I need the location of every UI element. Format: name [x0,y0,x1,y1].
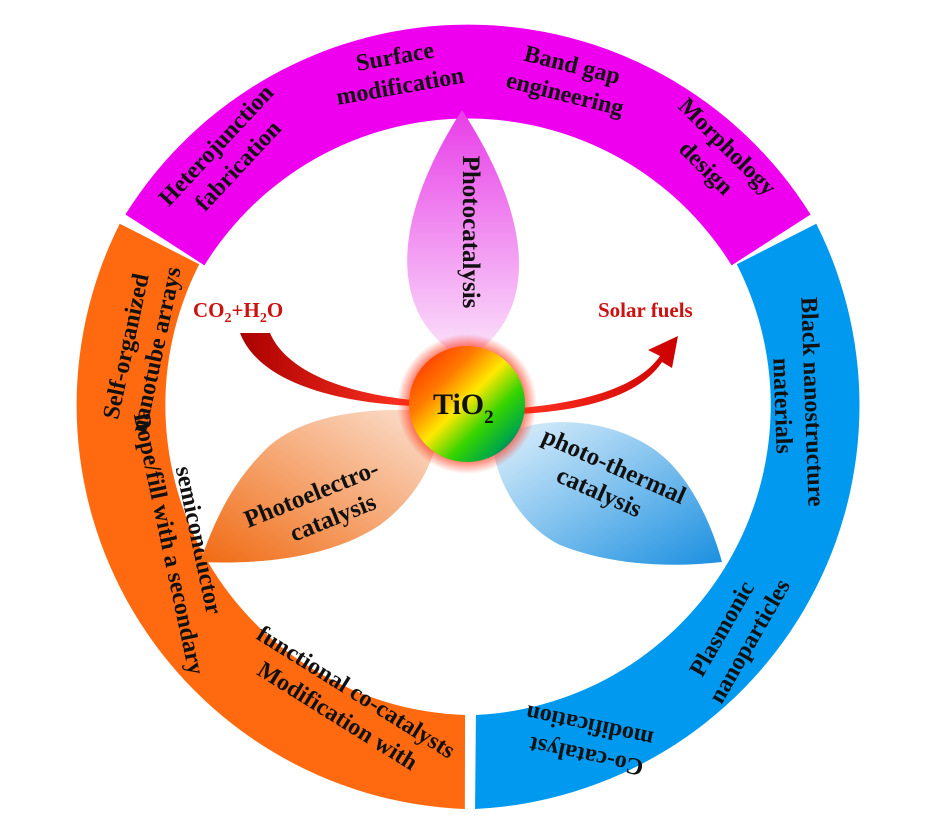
black-nano-line2: materials [767,357,796,454]
input-arrow [240,333,412,406]
output-arrow [520,336,678,414]
h-subscript: 2 [260,311,267,326]
outer-ring [76,24,860,809]
sphere-body [409,346,525,462]
input-label: CO2+H2O [193,298,283,326]
petal-photoelectrocatalysis [200,409,440,563]
ring-segment-left [76,223,466,809]
petal-photo-thermal [492,422,722,565]
co-text: CO [193,298,225,322]
photocatalysis-label: Photocatalysis [457,156,484,309]
petals [200,110,722,565]
output-label: Solar fuels [598,298,693,322]
svg-text:Self-organized nanotube: Self-organized nanotube arrays [97,258,187,435]
petal-photocatalysis [407,110,520,360]
ring-segment-right [475,223,860,809]
tio2-subscript: 2 [484,407,494,428]
h-text: +H [232,298,260,322]
svg-text:Black nanostructure mate: Black nanostructure materials [765,297,828,514]
co-subscript: 2 [225,311,232,326]
o-text: O [267,298,283,322]
tio2-label: TiO2 [433,388,494,428]
ring-segment-top [125,24,811,266]
tio-text: TiO [433,388,484,421]
tio2-sphere: TiO2 [397,334,537,474]
